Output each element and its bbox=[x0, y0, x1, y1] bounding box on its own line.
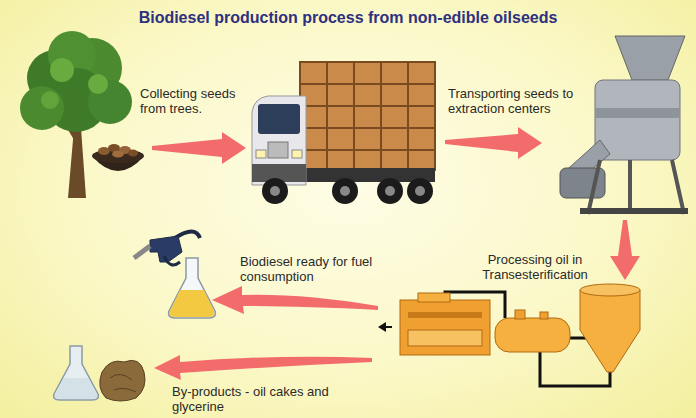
flow-arrow bbox=[152, 127, 640, 380]
oil-cake bbox=[100, 360, 145, 401]
step-label: Biodiesel ready for fuel consumption bbox=[240, 254, 390, 284]
oil-expeller bbox=[560, 36, 688, 214]
step-label: Processing oil in Transesterification bbox=[470, 252, 600, 282]
tree bbox=[20, 31, 132, 198]
step-label: Transporting seeds to extraction centers bbox=[448, 86, 593, 116]
transesterification-unit bbox=[378, 284, 640, 386]
glycerine-flask bbox=[54, 346, 99, 400]
step-label: By-products - oil cakes and glycerine bbox=[172, 384, 352, 414]
title: Biodiesel production process from non-ed… bbox=[0, 8, 696, 28]
seed-bowl bbox=[92, 144, 144, 171]
step-label: Collecting seeds from trees. bbox=[140, 86, 248, 116]
truck bbox=[252, 62, 435, 204]
biodiesel-flask bbox=[169, 258, 216, 318]
